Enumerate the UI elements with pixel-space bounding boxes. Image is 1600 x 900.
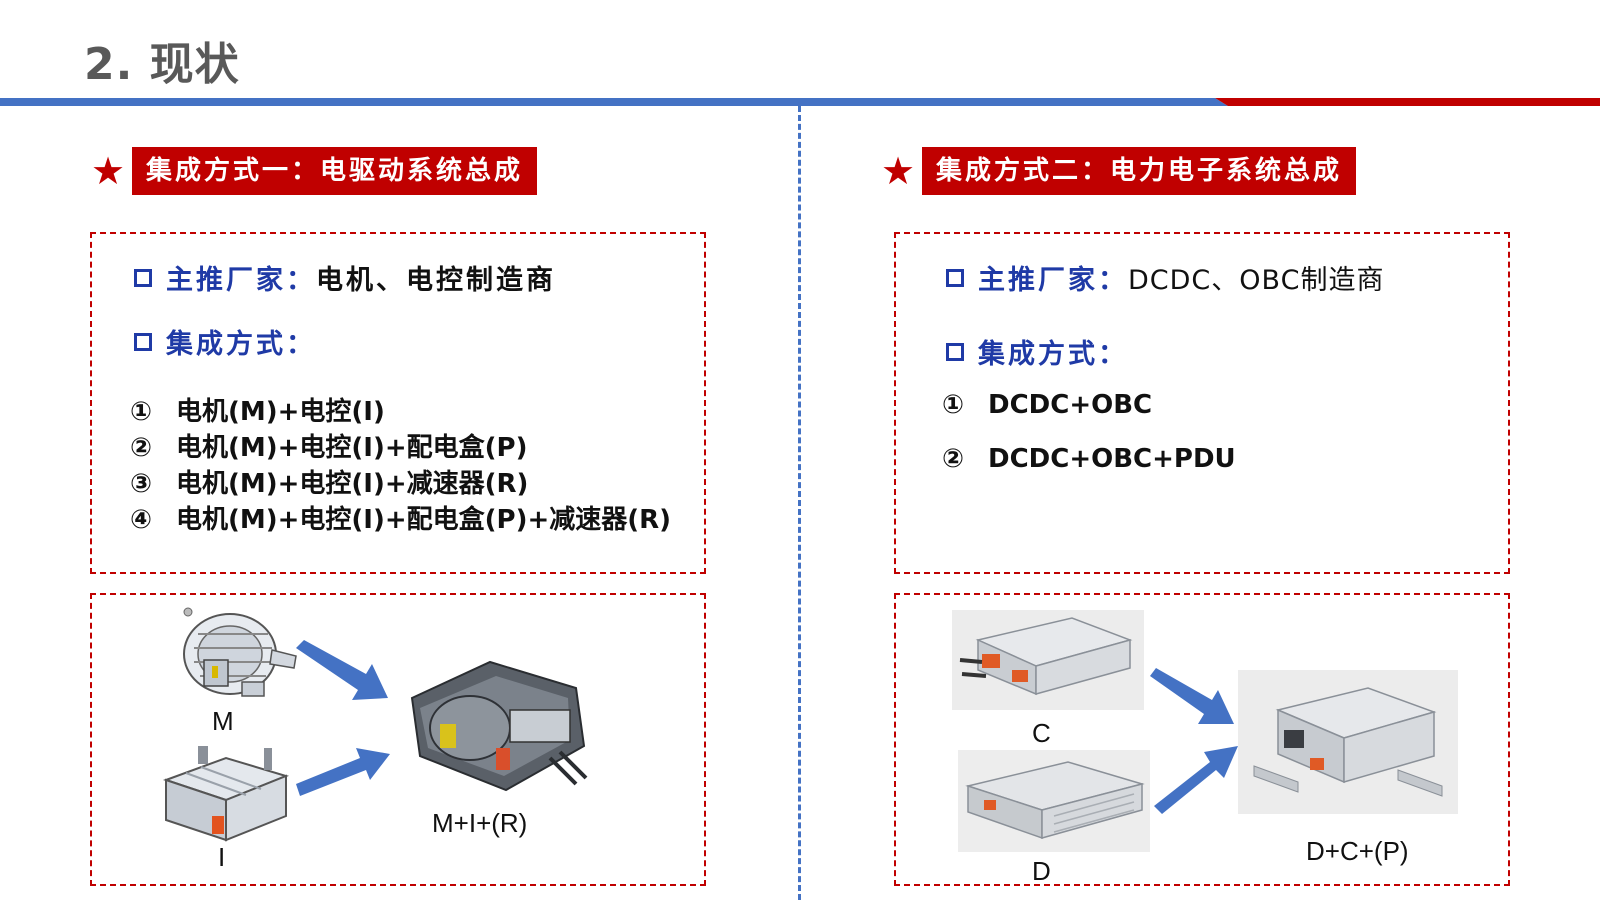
checkbox-square-icon [946,342,964,361]
left-method-row: 集成方式： [134,322,316,361]
right-section-title: 集成方式二：电力电子系统总成 [922,147,1357,195]
left-image-box [90,593,706,886]
combined-power-caption: D+C+(P) [1306,836,1409,866]
arrow-right-down-icon [296,640,388,700]
left-info-box [90,232,706,574]
left-section-header: ★ 集成方式一：电驱动系统总成 [84,147,538,195]
checkbox-square-icon [946,268,964,287]
left-manufacturer-row: 主推厂家： 电机、电控制造商 [134,258,556,297]
combined-drive-caption: M+I+(R) [432,808,528,838]
manufacturer-value: 电机、电控制造商 [316,265,556,296]
checkbox-square-icon [134,268,152,287]
manufacturer-value: DCDC、OBC制造商 [1128,265,1385,296]
method-label: 集成方式： [978,339,1128,370]
charger-image [952,610,1144,710]
charger-caption: C [1032,718,1051,748]
inverter-caption: I [218,842,226,872]
manufacturer-label: 主推厂家： [978,265,1128,296]
right-method-row: 集成方式： [946,332,1128,371]
right-section-header: ★ 集成方式二：电力电子系统总成 [874,147,1357,195]
star-icon: ★ [90,149,126,193]
right-manufacturer-row: 主推厂家： DCDC、OBC制造商 [946,258,1384,297]
star-icon: ★ [880,149,916,193]
right-image-box [894,593,1510,886]
dcdc-caption: D [1032,856,1051,886]
integrated-power-electronics-image [1238,670,1458,814]
page-title: 2. 现状 [84,39,240,90]
right-info-box [894,232,1510,574]
method-label: 集成方式： [166,329,316,360]
checkbox-square-icon [134,332,152,351]
motor-caption: M [212,706,234,736]
header-rule [0,98,1600,106]
manufacturer-label: 主推厂家： [166,265,316,296]
dcdc-image [958,750,1150,852]
arrow-right-down-icon [1150,668,1234,724]
motor-image [183,607,297,697]
left-section-title: 集成方式一：电驱动系统总成 [132,147,538,195]
column-divider [798,106,801,900]
integrated-drive-image [410,660,588,792]
arrow-right-up-icon [296,748,390,796]
arrow-right-up-icon [1154,746,1238,814]
inverter-image [162,746,290,842]
